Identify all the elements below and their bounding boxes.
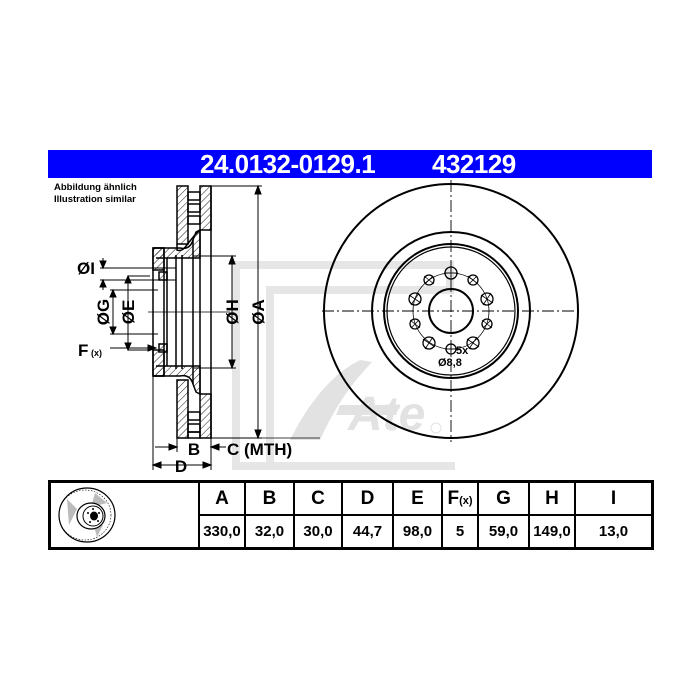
label-dia-e: ØE bbox=[119, 300, 138, 325]
label-d: D bbox=[175, 457, 187, 476]
spec-table: A B C D E F(x) G H I 330,0 32,0 30,0 44,… bbox=[48, 480, 654, 550]
value-e: 98,0 bbox=[392, 514, 443, 550]
front-view bbox=[322, 180, 582, 442]
ate-watermark: Ate bbox=[232, 261, 455, 470]
label-b: B bbox=[188, 440, 200, 459]
value-i: 13,0 bbox=[574, 514, 654, 550]
value-g: 59,0 bbox=[477, 514, 530, 550]
spec-value-row: 330,0 32,0 30,0 44,7 98,0 5 59,0 149,0 1… bbox=[50, 514, 654, 550]
value-d: 44,7 bbox=[341, 514, 394, 550]
col-header-e: E bbox=[392, 480, 443, 516]
caption-german: Abbildung ähnlich bbox=[54, 182, 137, 193]
col-header-g: G bbox=[477, 480, 530, 516]
header-banner: 24.0132-0129.1 432129 bbox=[48, 149, 652, 179]
col-header-f: F(x) bbox=[441, 480, 479, 516]
dimension-labels: ØA ØH ØI ØG ØE F (x) B C (MTH) D bbox=[77, 259, 292, 476]
brake-disc-thumbnail-icon bbox=[58, 487, 116, 543]
label-dia-g: ØG bbox=[94, 299, 113, 325]
label-dia-i: ØI bbox=[77, 259, 95, 278]
value-h: 149,0 bbox=[528, 514, 576, 550]
value-c: 30,0 bbox=[293, 514, 343, 550]
bolt-diameter-label: Ø8,8 bbox=[438, 357, 462, 369]
label-dia-h: ØH bbox=[223, 299, 242, 325]
col-header-f-sub: (x) bbox=[459, 494, 473, 507]
col-header-f-label: F bbox=[447, 487, 460, 509]
dimension-lines bbox=[99, 184, 320, 470]
illustration-caption: Abbildung ähnlich Illustration similar bbox=[54, 182, 137, 206]
disc-thumbnail-cell bbox=[48, 480, 200, 550]
bolt-hole-labels: 5x Ø8,8 bbox=[438, 345, 469, 369]
label-dia-a: ØA bbox=[249, 299, 268, 325]
col-header-h: H bbox=[528, 480, 576, 516]
col-header-a: A bbox=[198, 480, 246, 516]
value-b: 32,0 bbox=[244, 514, 295, 550]
part-number: 24.0132-0129.1 bbox=[200, 149, 376, 179]
col-header-i: I bbox=[574, 480, 654, 516]
col-header-b: B bbox=[244, 480, 295, 516]
bolt-count-label: 5x bbox=[456, 345, 469, 357]
value-a: 330,0 bbox=[198, 514, 246, 550]
label-c-mth: C (MTH) bbox=[227, 440, 292, 459]
caption-english: Illustration similar bbox=[54, 194, 136, 205]
cross-section-view bbox=[148, 185, 230, 439]
article-code: 432129 bbox=[432, 149, 516, 179]
label-f-sub: (x) bbox=[91, 348, 102, 358]
label-f: F bbox=[78, 341, 88, 360]
value-f: 5 bbox=[441, 514, 479, 550]
col-header-d: D bbox=[341, 480, 394, 516]
spec-header-row: A B C D E F(x) G H I bbox=[48, 480, 654, 550]
col-header-c: C bbox=[293, 480, 343, 516]
